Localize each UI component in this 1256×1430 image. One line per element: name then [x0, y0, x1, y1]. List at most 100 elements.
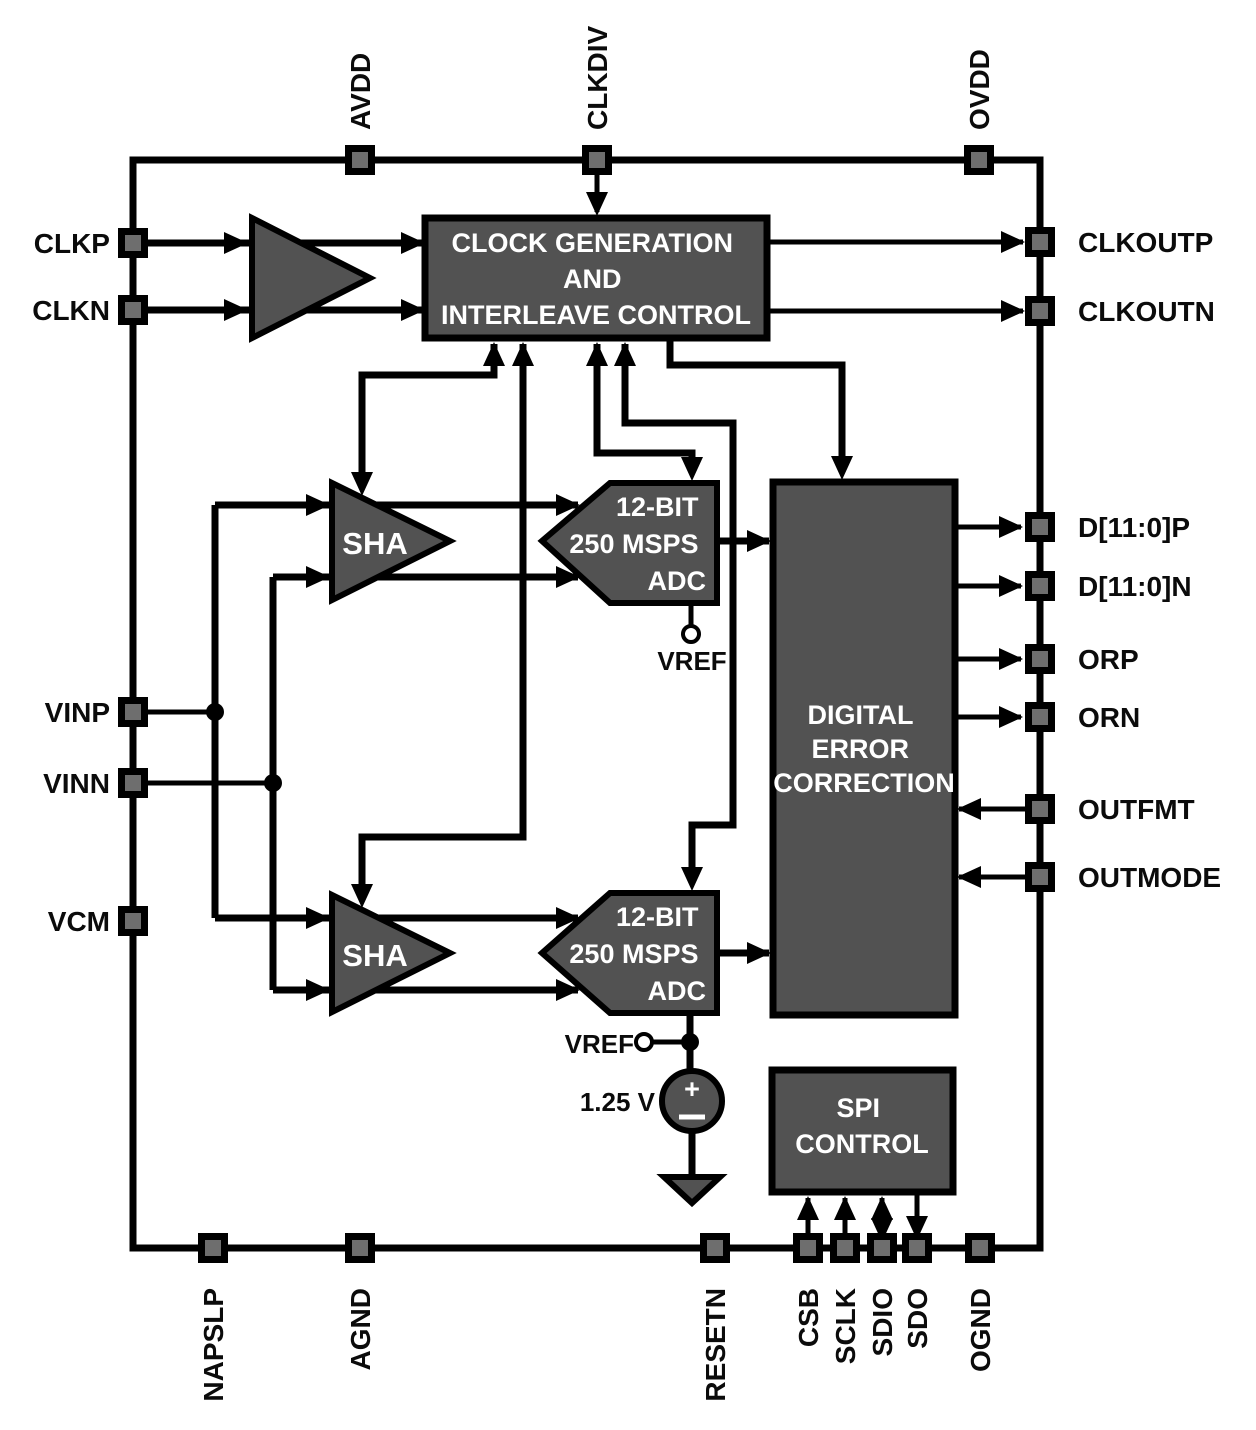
- pin-clkn: [118, 295, 148, 325]
- arrowhead: [224, 232, 248, 254]
- wire-sdo: [906, 1192, 928, 1240]
- arrowhead: [556, 566, 580, 588]
- arrowhead: [999, 516, 1023, 538]
- arrowhead: [224, 299, 248, 321]
- pin-label-clkn: CLKN: [32, 295, 110, 326]
- pin-label-napslp: NAPSLP: [198, 1288, 229, 1402]
- reference-voltage-label: 1.25 V: [580, 1087, 656, 1117]
- wire-orn: [955, 706, 1023, 728]
- arrowhead: [957, 798, 981, 820]
- pin-label-ognd: OGND: [965, 1288, 996, 1372]
- pin-label-outfmt: OUTFMT: [1078, 794, 1195, 825]
- pin-label-clkoutp: CLKOUTP: [1078, 227, 1213, 258]
- wire-sdio: [871, 1196, 893, 1242]
- chip-border: [129, 156, 1044, 1252]
- arrowhead: [483, 342, 505, 366]
- pin-label-vcm: VCM: [48, 906, 110, 937]
- arrowhead: [747, 530, 771, 552]
- wire-outmode: [957, 866, 1025, 888]
- wire-sha-top-input-n: [273, 566, 580, 588]
- pin-ognd: [965, 1233, 995, 1263]
- pin-resetn: [700, 1233, 730, 1263]
- pin-label-agnd: AGND: [345, 1288, 376, 1370]
- pin-clkoutn: [1025, 296, 1055, 326]
- pin-outmode: [1025, 862, 1055, 892]
- pin-label-clkp: CLKP: [34, 228, 110, 259]
- pin-sdo: [902, 1233, 932, 1263]
- arrowhead: [1001, 300, 1025, 322]
- pin-avdd: [345, 145, 375, 175]
- pin-orp: [1025, 644, 1055, 674]
- arrowhead: [556, 494, 580, 516]
- wire-d11n: [955, 575, 1023, 597]
- pin-label-outmode: OUTMODE: [1078, 862, 1221, 893]
- arrowhead: [556, 979, 580, 1001]
- wire-clock-to-sha-top: [351, 342, 505, 496]
- pin-label-orn: ORN: [1078, 702, 1140, 733]
- arrowhead: [306, 907, 330, 929]
- wire-csb: [797, 1196, 819, 1234]
- arrowhead: [556, 907, 580, 929]
- pin-label-avdd: AVDD: [345, 53, 376, 130]
- pin-label-resetn: RESETN: [700, 1288, 731, 1402]
- adc-bottom-label: 12-BIT 250 MSPS ADC: [569, 902, 706, 1006]
- arrowhead: [306, 979, 330, 1001]
- pin-label-vinp: VINP: [45, 697, 110, 728]
- vref-top-circle: [681, 624, 701, 644]
- arrowhead: [681, 867, 703, 891]
- clock-generation-label: CLOCK GENERATION AND INTERLEAVE CONTROL: [441, 228, 751, 330]
- pin-orn: [1025, 702, 1055, 732]
- adc-bottom-block: [537, 890, 720, 1016]
- wire-adc-bottom-output: [717, 942, 771, 964]
- wire-adc-top-output: [717, 530, 771, 552]
- arrowhead: [999, 575, 1023, 597]
- pin-label-sdo: SDO: [902, 1288, 933, 1349]
- sha-bottom-label: SHA: [342, 938, 407, 973]
- pin-outfmt: [1025, 794, 1055, 824]
- vref-bottom-circle: [634, 1032, 654, 1052]
- vref-bottom-label: VREF: [565, 1029, 634, 1059]
- pin-sclk: [830, 1233, 860, 1263]
- wire-clock-to-dec: [666, 338, 853, 480]
- arrowhead: [957, 866, 981, 888]
- reference-voltage-source: +: [659, 1068, 725, 1134]
- wire-sha-bottom-input-p: [215, 907, 580, 929]
- voltage-source-plus: +: [684, 1074, 700, 1104]
- junction-dot: [681, 1033, 699, 1051]
- arrowhead: [681, 457, 703, 481]
- spi-control-label: SPI CONTROL: [795, 1093, 928, 1159]
- arrowhead: [999, 648, 1023, 670]
- pin-label-d11n: D[11:0]N: [1078, 571, 1192, 602]
- arrowhead: [512, 342, 534, 366]
- pin-label-clkdiv: CLKDIV: [582, 25, 613, 130]
- arrowhead: [797, 1196, 819, 1220]
- wire-clock-to-sha-bottom: [351, 342, 534, 908]
- pin-clkp: [118, 228, 148, 258]
- pin-ovdd: [964, 145, 994, 175]
- sha-bottom-block: [329, 890, 457, 1017]
- junction-dot: [206, 703, 224, 721]
- pin-csb: [793, 1233, 823, 1263]
- pin-d11p: [1025, 512, 1055, 542]
- pin-label-clkoutn: CLKOUTN: [1078, 296, 1215, 327]
- arrowhead: [586, 192, 608, 216]
- pin-napslp: [198, 1233, 228, 1263]
- arrowhead: [999, 706, 1023, 728]
- pin-sdio: [867, 1233, 897, 1263]
- vref-top-label: VREF: [657, 646, 726, 676]
- wire-orp: [955, 648, 1023, 670]
- clock-buffer-amplifier: [249, 213, 377, 343]
- arrowhead: [906, 1216, 928, 1240]
- arrowhead: [871, 1218, 893, 1242]
- arrowhead: [1001, 231, 1025, 253]
- wire-clkoutn: [767, 300, 1025, 322]
- wire-clock-to-adc-top: [586, 342, 703, 481]
- ground-symbol: [656, 1131, 728, 1208]
- wire-clock-to-adc-bottom: [614, 342, 737, 891]
- pin-vcm: [118, 906, 148, 936]
- arrowhead: [401, 232, 425, 254]
- pin-clkoutp: [1025, 227, 1055, 257]
- pin-label-orp: ORP: [1078, 644, 1139, 675]
- ground-triangle: [656, 1174, 728, 1208]
